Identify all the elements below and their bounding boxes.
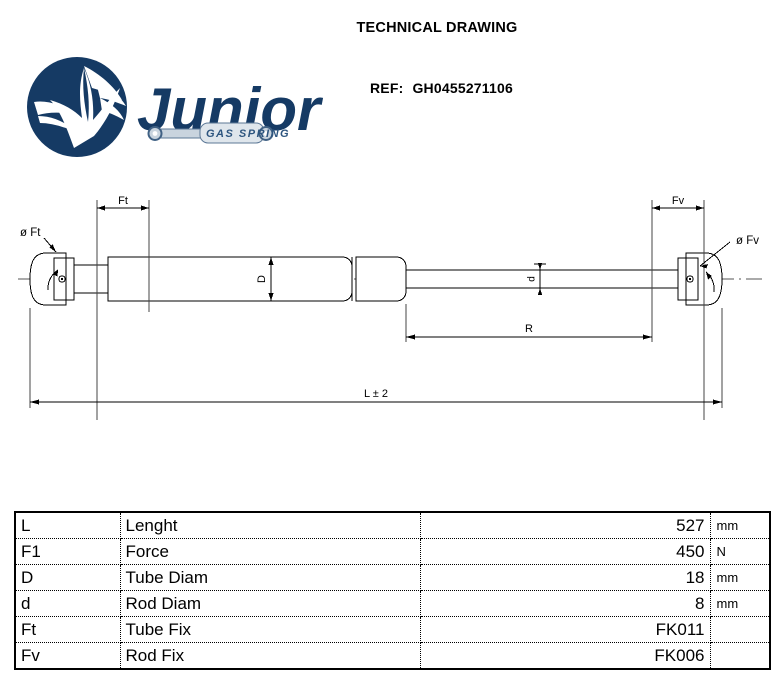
table-row: L Lenght 527 mm [15,512,770,539]
cell-unit [710,616,770,643]
cell-unit: mm [710,564,770,591]
cell-symbol: d [15,590,121,617]
brand-logo: Junior GAS SPRING [14,52,324,157]
dimension-rod-diameter: d [527,263,546,295]
logo-gas-spring-icon: GAS SPRING [147,122,290,144]
piston-rod [405,269,687,289]
dimension-label-ft: Ft [118,195,128,207]
dimension-label-d-rod: d [527,276,538,282]
cell-symbol: L [15,512,121,539]
reference-line: REF: GH0455271106 [370,80,513,96]
table-row: Ft Tube Fix FK011 [15,616,770,643]
cell-symbol: F1 [15,538,121,565]
rod-end-fitting [677,252,723,306]
dimension-label-phi-fv: ø Fv [736,235,759,247]
dimension-tube-fix-length: Ft [97,195,149,211]
cell-name: Rod Diam [120,590,421,617]
specification-table: L Lenght 527 mm F1 Force 450 N D Tube Di… [14,511,771,670]
callout-tube-fix-diameter: ø Ft [20,227,59,291]
logo-tagline-text: GAS SPRING [206,128,290,140]
cell-value: 8 [420,590,711,617]
table-row: F1 Force 450 N [15,538,770,565]
dimension-label-r: R [525,323,533,335]
cell-name: Lenght [120,512,421,539]
cell-value: 18 [420,564,711,591]
table-body: L Lenght 527 mm F1 Force 450 N D Tube Di… [15,512,770,669]
cell-symbol: Ft [15,616,121,643]
table-row: D Tube Diam 18 mm [15,564,770,591]
cell-value: FK011 [420,616,711,643]
table-row: Fv Rod Fix FK006 [15,642,770,670]
cell-name: Force [120,538,421,565]
cell-value: 527 [420,512,711,539]
cell-unit: mm [710,512,770,539]
dimension-label-d-tube: D [256,275,268,283]
dimension-rod-fix-length: Fv [652,195,704,211]
dimension-label-fv: Fv [672,195,685,207]
dimension-overall-length: L ± 2 [30,388,722,405]
tube-end-fitting [29,252,75,306]
dimension-label-l: L ± 2 [364,388,388,400]
dimension-label-phi-ft: ø Ft [20,227,41,239]
cell-name: Tube Diam [120,564,421,591]
table-row: d Rod Diam 8 mm [15,590,770,617]
cell-unit: mm [710,590,770,617]
dimension-tube-diameter: D [256,256,278,302]
pressure-tube [73,256,407,302]
cell-name: Tube Fix [120,616,421,643]
cell-unit: N [710,538,770,565]
cell-unit [710,643,770,670]
cell-symbol: Fv [15,642,121,669]
cell-value: FK006 [420,642,711,669]
cell-symbol: D [15,564,121,591]
callout-rod-fix-diameter: ø Fv [699,235,759,293]
cell-name: Rod Fix [120,642,421,669]
cell-value: 450 [420,538,711,565]
reference-label: REF: [370,80,404,96]
technical-drawing: Ft ø Ft Fv [0,180,784,430]
dimension-stroke: R [406,323,652,340]
extension-lines [29,200,723,420]
reference-value: GH0455271106 [412,80,513,96]
page-title: TECHNICAL DRAWING [356,20,518,36]
logo-wing-icon [34,66,126,148]
